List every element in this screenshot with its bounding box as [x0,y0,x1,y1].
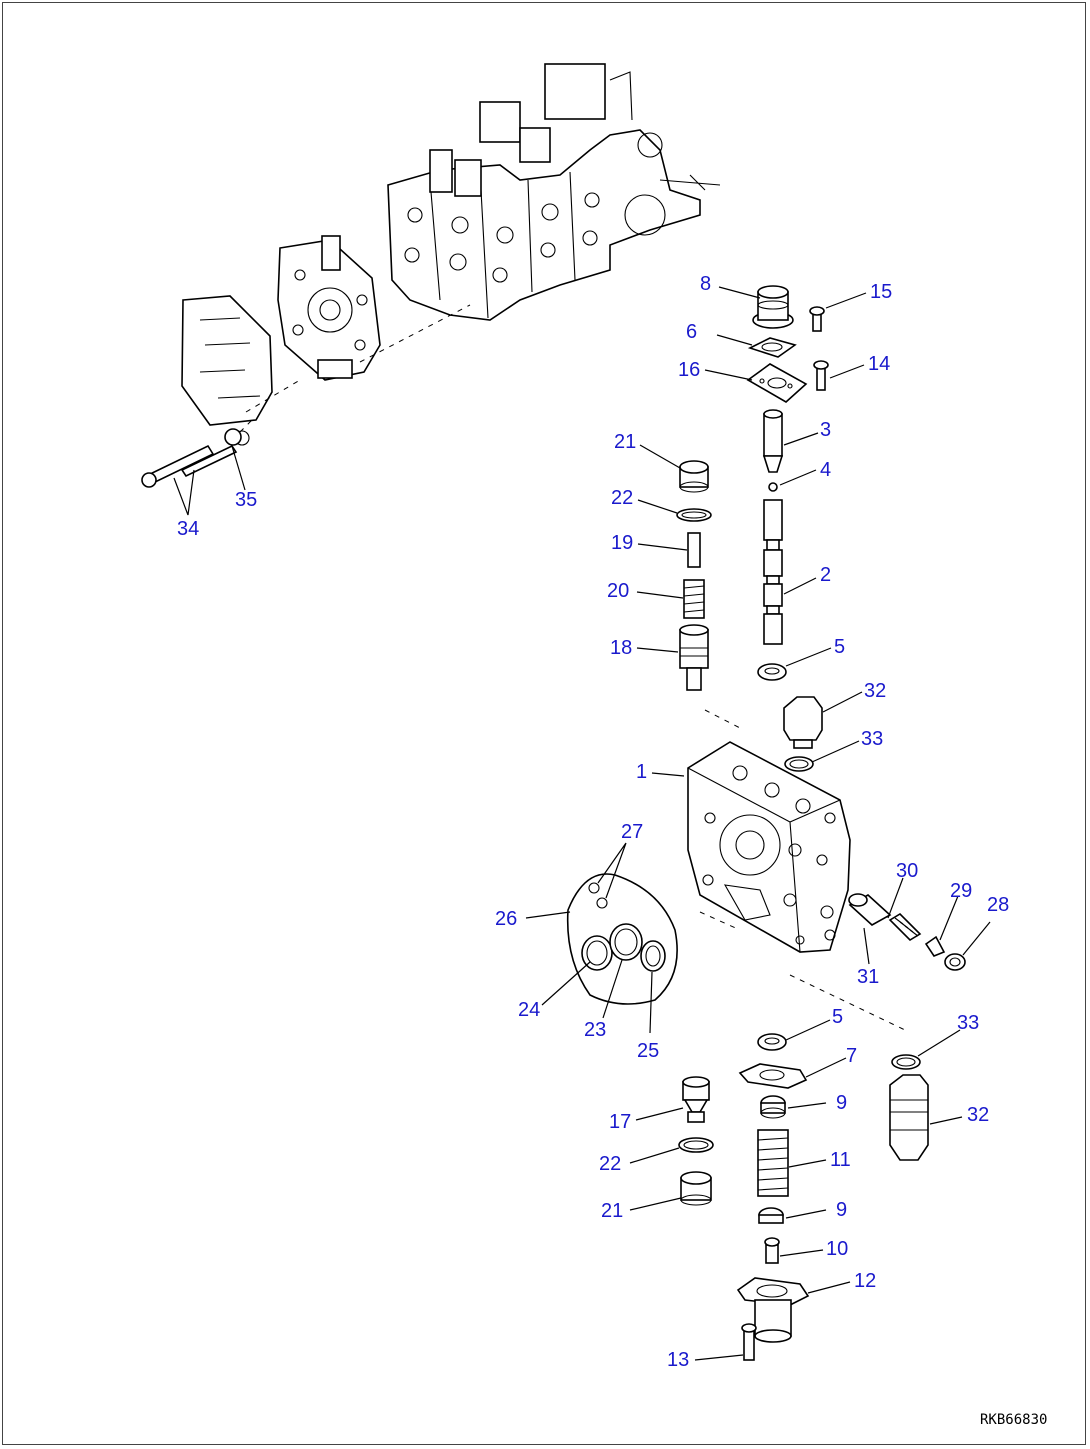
callout-1: 1 [636,761,647,783]
plug-21-upper [679,460,709,493]
callout-9-lower: 9 [836,1199,847,1221]
spring-20 [683,579,705,619]
relief-valve-32-lower [889,1074,929,1161]
callouts: 1 2 3 4 5 5 6 7 8 9 9 10 11 12 13 14 15 … [177,273,1009,1371]
callout-19: 19 [611,532,633,554]
o-ring-22-upper [676,508,712,522]
callout-16: 16 [678,359,700,381]
callout-2: 2 [820,564,831,586]
callout-6: 6 [686,321,697,343]
spring-30 [888,912,922,942]
callout-34: 34 [177,518,199,540]
callout-21-lower: 21 [601,1200,623,1222]
callout-8: 8 [700,273,711,295]
plate-16 [746,363,808,403]
callout-21-upper: 21 [614,431,636,453]
drawing-code: RKB66830 [980,1412,1047,1428]
callout-27: 27 [621,821,643,843]
gasket-7 [738,1063,808,1089]
callout-7: 7 [846,1045,857,1067]
retainer-9-lower [758,1207,784,1224]
callout-17: 17 [609,1111,631,1133]
bolt-15 [809,306,825,332]
callout-10: 10 [826,1238,848,1260]
o-ring-33-lower [891,1054,921,1070]
bolt-14 [813,360,829,391]
callout-26: 26 [495,908,517,930]
callout-33-upper: 33 [861,728,883,750]
plug-21-lower [680,1171,712,1206]
callout-3: 3 [820,419,831,441]
callout-12: 12 [854,1270,876,1292]
seat-5-upper [757,663,787,681]
piston-3 [762,409,784,473]
valve-18 [679,624,709,691]
callout-9-upper: 9 [836,1092,847,1114]
callout-29: 29 [950,880,972,902]
bolt-13 [741,1323,757,1361]
o-ring-22-lower [678,1137,714,1153]
callout-22-upper: 22 [611,487,633,509]
callout-35: 35 [235,489,257,511]
callout-4: 4 [820,459,831,481]
callout-11: 11 [830,1149,851,1171]
washer-35 [224,428,242,446]
bolt-10 [764,1237,780,1264]
cover-12 [736,1277,810,1343]
pin-19 [687,532,701,568]
o-ring-33-upper [784,756,814,772]
callout-13: 13 [667,1349,689,1371]
callout-25: 25 [637,1040,659,1062]
poppet-29 [924,935,946,957]
valve-body-1 [687,741,851,953]
valve-assembly-overview [181,63,721,446]
plug-28 [944,953,966,971]
callout-28: 28 [987,894,1009,916]
callout-22-lower: 22 [599,1153,621,1175]
callout-15: 15 [870,281,892,303]
check-valve-17 [682,1076,710,1123]
callout-32-lower: 32 [967,1104,989,1126]
callout-23: 23 [584,1019,606,1041]
tie-bolts [141,444,238,488]
callout-31: 31 [857,966,879,988]
leader-lines [173,286,991,1361]
relief-valve-32-upper [783,696,823,749]
callout-5-upper: 5 [834,636,845,658]
callout-20: 20 [607,580,629,602]
o-ring-25 [640,940,666,972]
callout-33-lower: 33 [957,1012,979,1034]
seat-5-lower [757,1033,787,1051]
ball-4 [768,482,778,492]
spring-11 [757,1129,789,1197]
callout-32-upper: 32 [864,680,886,702]
spool-2 [763,499,783,645]
callout-18: 18 [610,637,632,659]
callout-30: 30 [896,860,918,882]
callout-14: 14 [868,353,890,375]
sleeve-31 [848,893,892,926]
callout-5-lower: 5 [832,1006,843,1028]
cap-8 [752,285,794,329]
callout-24: 24 [518,999,540,1021]
retainer-9-upper [760,1095,786,1119]
gasket-6 [747,337,797,358]
